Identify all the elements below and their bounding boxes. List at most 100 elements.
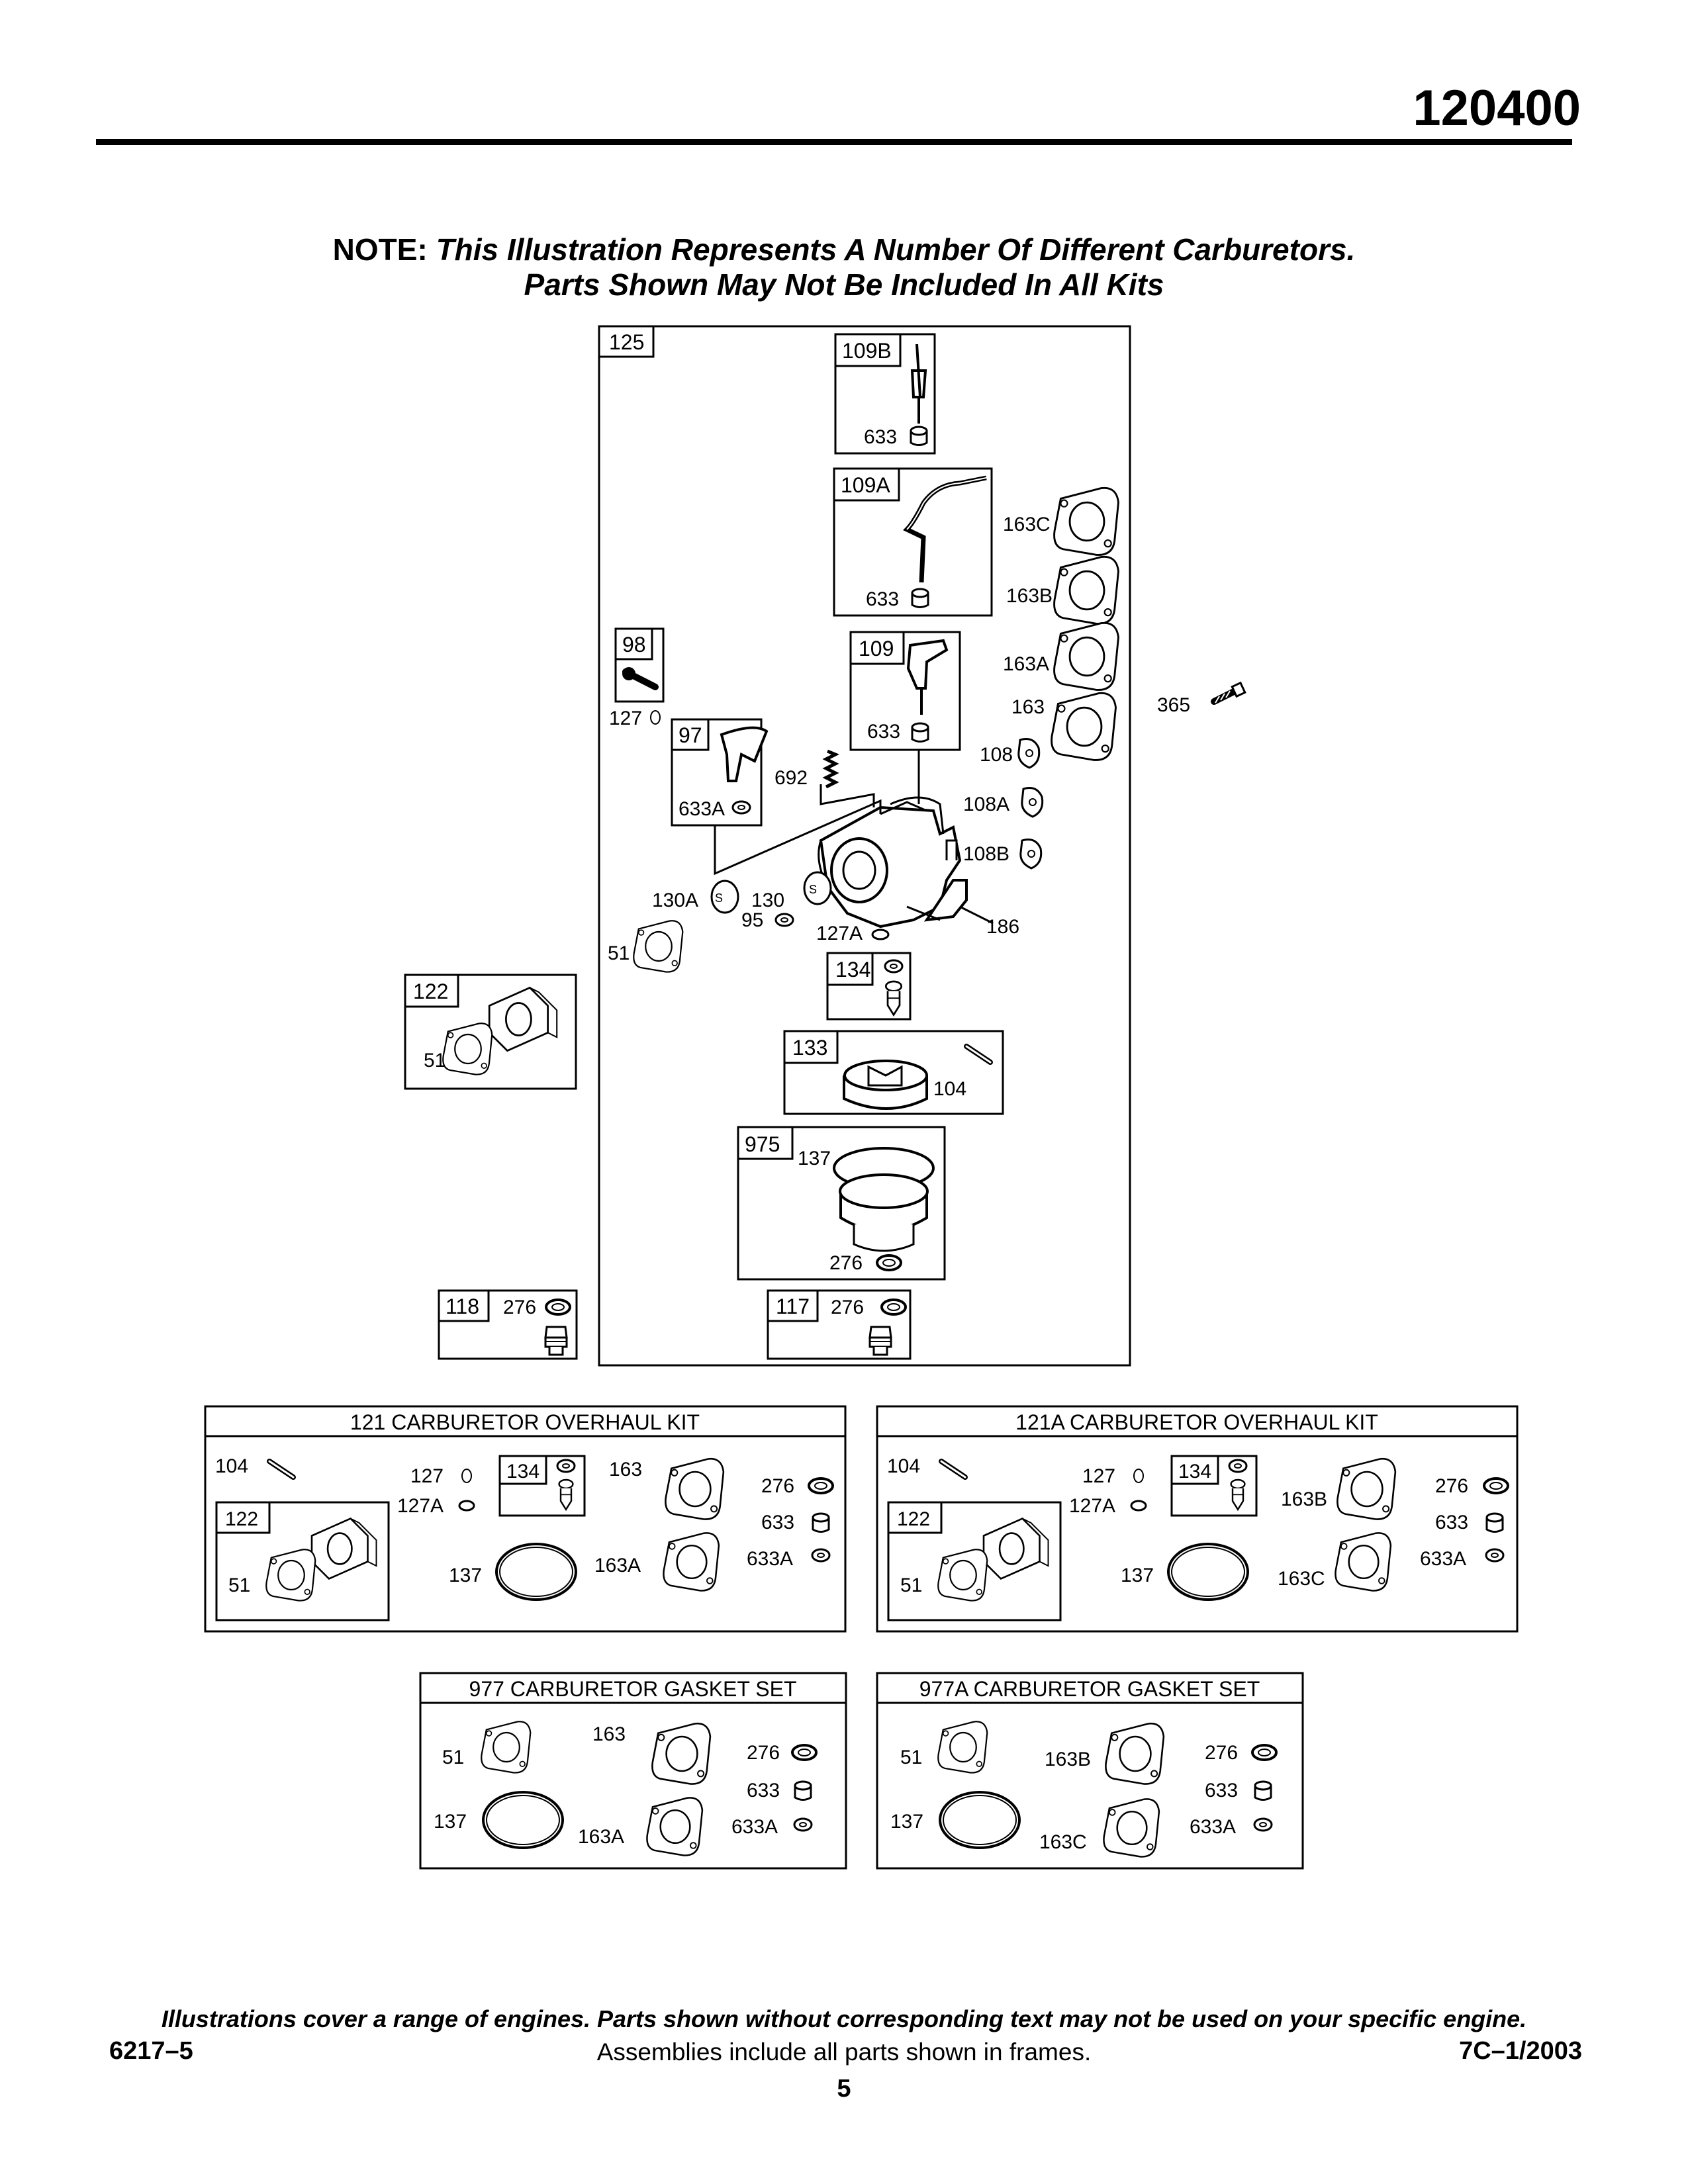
callout-108a: 108A [963,794,1009,815]
throttle-lever-97 [720,726,769,782]
kit-977a-part-633: 633 [1205,1780,1238,1801]
kit-121a-part-122: 122 [897,1508,930,1530]
kit-977-title: 977 CARBURETOR GASKET SET [469,1677,797,1701]
callout-163a: 163A [1003,653,1049,675]
kit-977-part-276: 276 [747,1742,780,1764]
kit-121a-part-137: 137 [1121,1565,1154,1586]
kit-121a-part-163b: 163B [1281,1488,1327,1510]
frame-109-label: 109 [859,637,894,660]
kit-977-part-633: 633 [747,1780,780,1801]
kit-121-part-51: 51 [228,1574,250,1596]
kit-121a-title: 121A CARBURETOR OVERHAUL KIT [1015,1410,1378,1434]
kit-121-part-127a: 127A [397,1495,444,1517]
frame-975-part-137: 137 [798,1148,831,1169]
frame-134-label: 134 [835,958,870,981]
frame-133 [783,1030,1004,1115]
footer-code-right: 7C–1/2003 [1459,2037,1582,2065]
callout-127: 127 [609,707,642,729]
frame-133-label: 133 [792,1036,827,1060]
callout-130a: 130A [652,889,698,911]
screw-365 [1214,683,1245,703]
kit-121-title: 121 CARBURETOR OVERHAUL KIT [350,1410,700,1434]
gasket-163 [1051,692,1117,761]
gasket-163a [1053,621,1119,691]
kit-121a-part-134: 134 [1178,1461,1211,1482]
note-line-2: Parts Shown May Not Be Included In All K… [524,267,1164,302]
main-frame-125 [598,325,1131,1367]
kit-121a: 121A CARBURETOR OVERHAUL KIT 104 127 127… [876,1405,1519,1633]
frame-975 [737,1126,946,1281]
kit-121a-part-51: 51 [900,1574,922,1596]
footer-code-left: 6217–5 [109,2037,193,2065]
kit-121-part-633a: 633A [747,1548,793,1570]
frame-118-label: 118 [445,1295,479,1318]
float-bowl-975 [833,1147,935,1252]
frame-109b-part: 633 [864,426,897,448]
frame-975-part-276: 276 [829,1252,863,1274]
frame-97 [671,718,763,827]
footer-assemblies-note: Assemblies include all parts shown in fr… [596,2038,1092,2066]
kit-121-part-633: 633 [761,1512,794,1533]
note-line-1: NOTE: This Illustration Represents A Num… [0,232,1688,267]
spring-692 [822,749,840,789]
float-133 [843,1060,928,1110]
frame-122-part: 51 [424,1050,445,1071]
kit-121: 121 CARBURETOR OVERHAUL KIT 104 127 127A… [204,1405,847,1633]
choke-lever-109 [906,639,949,715]
kit-121a-part-163c: 163C [1278,1568,1325,1590]
kit-121a-part-127a: 127A [1069,1495,1115,1517]
frame-133-part: 104 [933,1078,966,1100]
note-lead: NOTE: [332,232,428,267]
kit-977-part-51: 51 [442,1747,464,1768]
callout-163: 163 [1011,696,1045,718]
kit-121-part-276: 276 [761,1475,794,1497]
kit-977-part-137: 137 [434,1811,467,1833]
callout-108b: 108B [963,843,1009,865]
callout-365: 365 [1157,694,1190,716]
kit-977-part-163a: 163A [578,1826,624,1848]
callout-130: 130 [751,889,784,911]
callout-51: 51 [608,942,630,964]
choke-lever-109a [903,475,987,583]
frame-97-label: 97 [679,723,702,747]
frame-109-part: 633 [867,721,900,743]
choke-shaft-109b [910,343,927,424]
page-number: 5 [837,2075,851,2103]
kit-977a-part-137: 137 [890,1811,923,1833]
frame-109a [833,467,993,617]
frame-117-part: 276 [831,1297,864,1318]
header-rule [96,139,1572,145]
frame-109 [849,631,961,751]
callout-108: 108 [980,744,1013,766]
kit-121a-part-104: 104 [887,1455,920,1477]
frame-975-label: 975 [745,1132,780,1156]
gasket-163c [1053,486,1119,556]
kit-121-part-163: 163 [609,1459,642,1480]
kit-977-part-633a: 633A [731,1816,778,1838]
callout-692: 692 [774,767,808,789]
frame-117-label: 117 [776,1295,810,1318]
frame-97-part: 633A [679,798,725,820]
document-number: 120400 [1413,80,1581,136]
kit-121-part-122: 122 [225,1508,258,1530]
footer-disclaimer: Illustrations cover a range of engines. … [161,2005,1527,2032]
frame-122-label: 122 [413,979,448,1003]
kit-121a-part-127: 127 [1082,1465,1115,1487]
kit-121-part-134: 134 [506,1461,539,1482]
kit-121-part-127: 127 [410,1465,444,1487]
kit-977a: 977A CARBURETOR GASKET SET 51 163B 276 6… [876,1672,1304,1870]
kit-977a-part-276: 276 [1205,1742,1238,1764]
note-text: This Illustration Represents A Number Of… [436,232,1356,267]
frame-109a-part: 633 [866,588,899,610]
callout-127a: 127A [816,923,863,944]
kit-121a-part-633: 633 [1435,1512,1468,1533]
kit-121-part-104: 104 [215,1455,248,1477]
kit-977a-title: 977A CARBURETOR GASKET SET [919,1677,1260,1701]
svg-text:S: S [809,883,817,896]
callout-163b: 163B [1006,585,1053,607]
kit-121-part-137: 137 [449,1565,482,1586]
kit-977-part-163: 163 [592,1723,626,1745]
kit-977a-part-163b: 163B [1045,1749,1091,1770]
kit-977: 977 CARBURETOR GASKET SET 51 163 276 633… [419,1672,847,1870]
